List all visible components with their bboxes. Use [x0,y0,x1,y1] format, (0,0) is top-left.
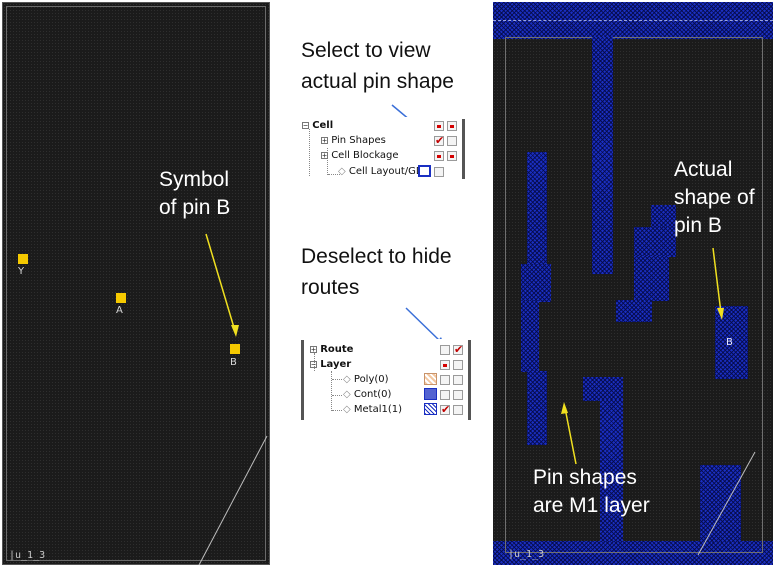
cell-note-line1: Select to view [301,39,431,62]
m1-pin-shape-1[interactable] [527,371,547,445]
tree-item-cell-layout-label: Cell Layout/GD [348,166,424,177]
cell-note-line2: actual pin shape [301,70,454,93]
cont-visible-checkbox[interactable] [440,390,450,400]
pin-shape-b-label: B [726,337,733,348]
expand-icon[interactable]: + [321,135,328,145]
tree-item-route[interactable]: + Route [310,342,353,357]
m1-route[interactable] [600,400,623,542]
route-selectable-checkbox[interactable]: ✔ [453,343,464,356]
pin-shape-b[interactable] [715,306,748,379]
m1-pin-shape-1[interactable] [521,301,539,372]
shape-callout-line3: pin B [674,214,722,237]
expand-icon[interactable]: + [321,150,328,160]
pin-label-a: A [116,305,123,316]
expand-icon[interactable]: + [310,344,317,354]
layer-visible-toggle[interactable] [440,360,450,370]
tree-item-poly[interactable]: ◇ Poly(0) [343,372,389,387]
m1-pin-shape-2[interactable] [651,205,676,228]
m1-pin-shape-2[interactable] [616,300,652,322]
poly-selectable-checkbox[interactable] [453,375,463,385]
symbol-callout-arrow [198,233,268,566]
tree-item-cell-blockage-label: Cell Blockage [331,150,399,161]
shape-callout: Actual shape of pin B [674,156,755,240]
layer-panel-scrollbar[interactable] [468,340,471,420]
leaf-icon: ◇ [338,166,346,177]
layer-visibility-panel: + Route ✔ − Layer ◇ Poly(0) ◇ Cont(0) ◇ … [300,339,474,421]
canvas-instance-label: |u_1_3 [9,550,46,561]
shape-callout-line1: Actual [674,158,733,181]
poly-visible-checkbox[interactable] [440,375,450,385]
m1-pin-shape-1[interactable] [521,264,551,302]
metal1-visible-checkbox[interactable]: ✔ [440,403,451,416]
symbol-view-canvas[interactable]: Y A B Symbol of pin B |u_1_3 [2,2,270,566]
route-note: Deselect to hide routes [301,241,452,303]
layer-callout: Pin shapes are M1 layer [533,464,650,520]
metal1-selectable-checkbox[interactable] [453,405,463,415]
pin-symbol-b[interactable] [230,344,240,354]
layer-callout-line2: are M1 layer [533,494,650,517]
tree-item-metal1-label: Metal1(1) [353,404,403,415]
leaf-icon: ◇ [343,404,351,415]
leaf-icon: ◇ [343,389,351,400]
cell-blockage-selectable-toggle[interactable] [447,151,457,161]
m1-route[interactable] [700,465,741,542]
layer-panel-left-bar [301,340,304,420]
cell-selectable-toggle[interactable] [447,121,457,131]
symbol-callout-line2: of pin B [159,196,231,219]
m1-strap[interactable] [592,37,613,274]
tree-item-pin-shapes[interactable]: + Pin Shapes [321,133,386,148]
tree-item-cont[interactable]: ◇ Cont(0) [343,387,391,402]
m1-pin-shape-2[interactable] [634,227,676,257]
pin-shapes-visible-checkbox[interactable]: ✔ [434,134,445,147]
canvas-instance-label: |u_1_3 [508,549,545,560]
tree-item-cont-label: Cont(0) [353,389,392,400]
m1-pin-shape-2[interactable] [634,256,669,301]
power-rail-bottom[interactable] [493,541,773,565]
layout-arrows [561,247,756,556]
m1-route[interactable] [583,377,623,401]
tree-item-cell-blockage[interactable]: + Cell Blockage [321,148,399,163]
cell-visibility-panel: − Cell + Pin Shapes ✔ + Cell Blockage ◇ … [300,117,468,181]
cell-note: Select to view actual pin shape [301,35,454,97]
cont-selectable-checkbox[interactable] [453,390,463,400]
tree-item-cell[interactable]: − Cell [300,118,333,133]
symbol-callout-line1: Symbol [159,168,230,191]
symbol-callout: Symbol of pin B [159,166,230,222]
cont-pattern-swatch[interactable] [424,388,437,400]
metal1-pattern-swatch[interactable] [424,403,437,415]
route-visible-checkbox[interactable] [440,345,450,355]
layout-view-canvas[interactable]: B Actual shape of pin B Pin shapes are M… [493,2,773,565]
cell-boundary-top [493,20,773,21]
tree-item-pin-shapes-label: Pin Shapes [331,135,386,146]
leaf-icon: ◇ [343,374,351,385]
cell-layout-visible-checkbox[interactable] [434,167,444,177]
tree-item-cell-layout[interactable]: ◇ Cell Layout/GD [338,164,424,179]
tree-item-metal1[interactable]: ◇ Metal1(1) [343,402,402,417]
tree-item-route-label: Route [320,344,354,355]
collapse-icon[interactable]: − [302,120,309,130]
collapse-icon[interactable]: − [310,359,317,369]
pin-symbol-a[interactable] [116,293,126,303]
layer-selectable-checkbox[interactable] [453,360,463,370]
shape-callout-line2: shape of [674,186,755,209]
pin-shapes-selectable-checkbox[interactable] [447,136,457,146]
pin-label-y: Y [18,266,25,277]
tree-item-cell-label: Cell [312,120,334,131]
cell-boundary [505,37,763,553]
layer-callout-line1: Pin shapes [533,466,637,489]
cell-visible-toggle[interactable] [434,121,444,131]
tree-item-layer[interactable]: − Layer [310,357,351,372]
route-note-line2: routes [301,276,360,299]
m1-pin-shape-1[interactable] [527,152,547,265]
tree-item-layer-label: Layer [320,359,352,370]
cell-boundary [6,6,266,561]
pin-symbol-y[interactable] [18,254,28,264]
layout-color-swatch[interactable] [418,165,431,177]
tree-item-poly-label: Poly(0) [353,374,389,385]
cell-panel-scrollbar[interactable] [462,119,465,179]
poly-pattern-swatch[interactable] [424,373,437,385]
cell-blockage-visible-toggle[interactable] [434,151,444,161]
pin-label-b: B [230,357,237,368]
route-note-line1: Deselect to hide [301,245,452,268]
